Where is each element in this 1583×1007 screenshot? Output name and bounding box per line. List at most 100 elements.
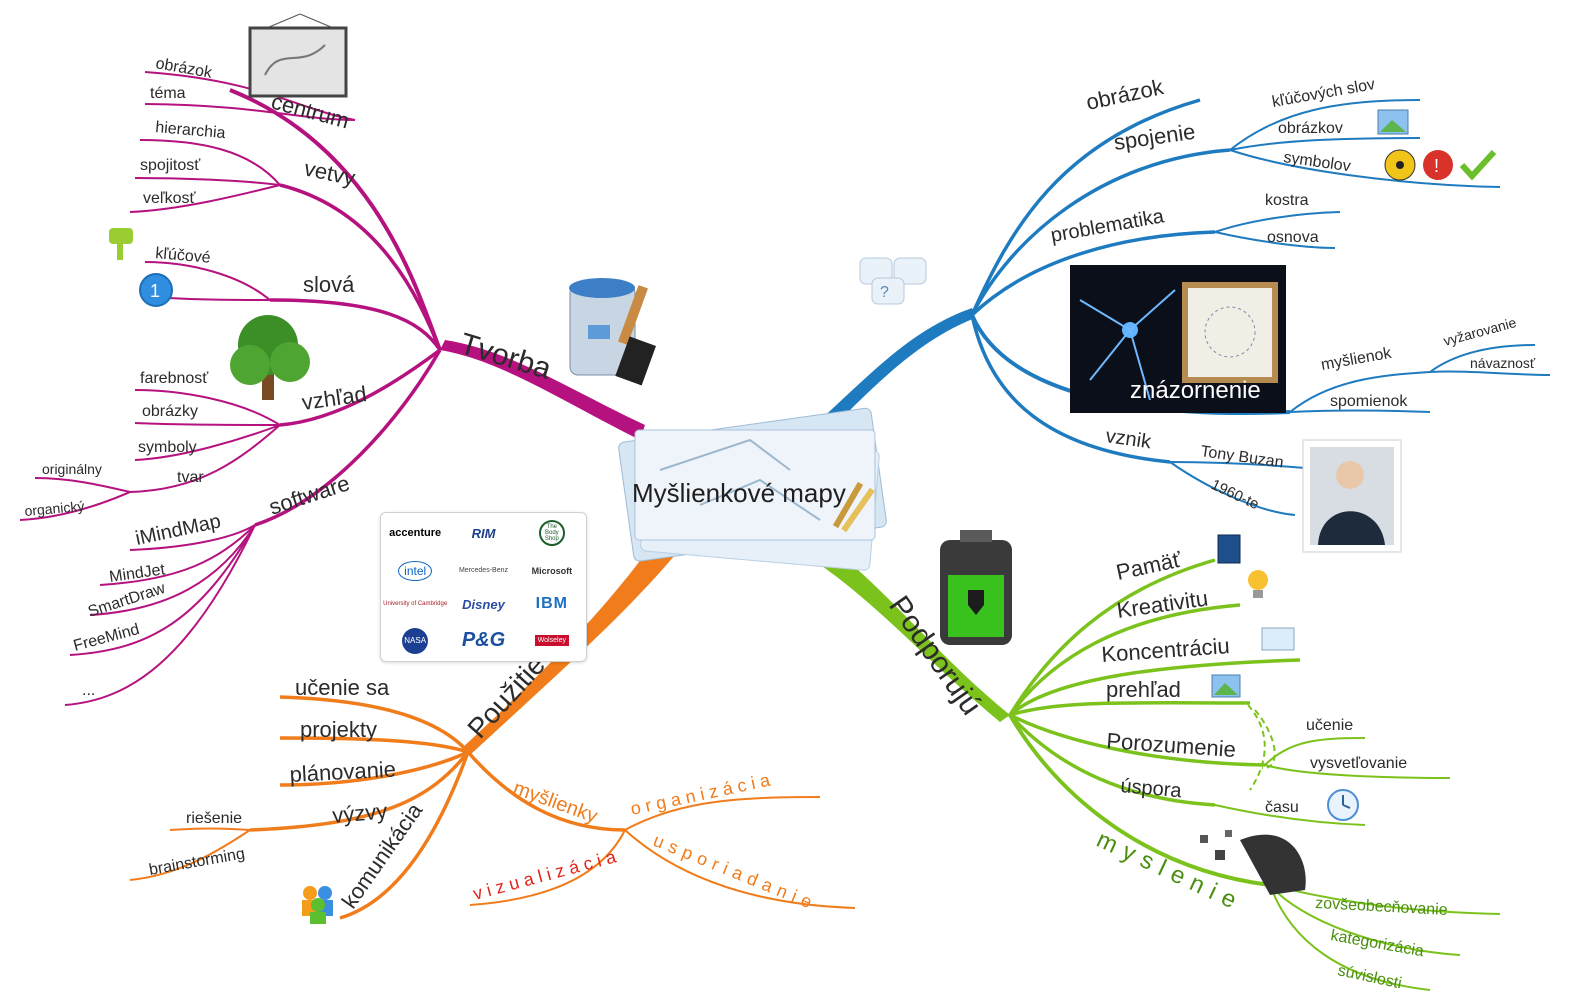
vyzvy-item: brainstorming xyxy=(148,845,246,879)
problematika-item: kostra xyxy=(1265,192,1309,209)
slova-item: kľúčové xyxy=(155,245,212,267)
radiation-icon xyxy=(1384,149,1416,181)
znazornenie-main-branch xyxy=(820,308,975,430)
tvar-item: originálny xyxy=(42,461,102,477)
vzhlad-label: vzhľad xyxy=(300,381,368,415)
porozumenie-item: vysvetľovanie xyxy=(1310,755,1407,772)
podporuju-item: prehľad xyxy=(1106,677,1181,702)
myslienok-item: návaznosť xyxy=(1470,355,1536,371)
pouzitie-title: Použitie xyxy=(461,649,551,744)
myslenie-label: myslenie xyxy=(1092,826,1247,918)
vetvy-item: hierarchia xyxy=(155,119,227,142)
myslienok-item: vyžarovanie xyxy=(1442,314,1519,349)
vzhlad-item: farebnosť xyxy=(140,370,209,387)
company-logos-panel: accenture RIM The Body Shop intel Merced… xyxy=(380,512,587,662)
paint-bucket-icon xyxy=(569,278,656,386)
problematika-label: problematika xyxy=(1049,205,1166,247)
myslenie-item: kategorizácia xyxy=(1329,927,1425,960)
myslienky-label: myšlienky xyxy=(510,777,600,828)
pouzitie-item: projekty xyxy=(300,717,377,742)
logo-intel: intel xyxy=(398,560,433,581)
podporuju-branch xyxy=(1008,558,1501,991)
center-title: Myšlienkové mapy xyxy=(632,478,846,508)
myslienky-item: organizácia xyxy=(629,769,777,819)
image-icon xyxy=(1377,109,1409,135)
myslienky-item: vizualizácia xyxy=(471,845,623,904)
vznik-item: 1960-te xyxy=(1208,476,1261,513)
people-icon xyxy=(302,886,333,924)
vyzvy-label: výzvy xyxy=(331,798,388,828)
pouzitie-item: učenie sa xyxy=(295,675,390,700)
key-icon xyxy=(109,228,133,260)
clock-icon xyxy=(1327,789,1359,821)
vzhlad-item: tvar xyxy=(177,469,204,486)
znazornenie-title: znázornenie xyxy=(1130,377,1261,404)
neuron-photo-icon: znázornenie xyxy=(1070,265,1286,413)
light-bulb-icon xyxy=(1248,570,1268,598)
logo-mercedes: Mercedes-Benz xyxy=(458,567,508,575)
spojenie-item: symbolov xyxy=(1282,149,1351,175)
tvorba-branch xyxy=(19,71,442,706)
logo-wolseley: Wolseley xyxy=(534,635,569,647)
uspora-item: času xyxy=(1265,799,1299,816)
myslienky-item: usporiadanie xyxy=(651,830,821,914)
centrum-item: téma xyxy=(150,85,186,102)
software-label: software xyxy=(266,470,353,519)
porozumenie-item: učenie xyxy=(1306,717,1353,734)
vetvy-item: spojitosť xyxy=(140,157,201,174)
logo-microsoft: Microsoft xyxy=(531,565,573,576)
picture-frame-icon xyxy=(248,13,348,98)
tvar-item: organický xyxy=(24,498,85,519)
vyzvy-item: riešenie xyxy=(186,810,242,827)
vzhlad-item: symboly xyxy=(138,439,197,456)
svg-text:!: ! xyxy=(1434,156,1439,176)
vetvy-label: vetvy xyxy=(302,155,357,190)
myslenie-item: zovšeobecňovanie xyxy=(1315,895,1448,919)
battery-plug-icon xyxy=(940,530,1012,645)
software-item: SmartDraw xyxy=(86,580,168,621)
problematika-item: osnova xyxy=(1267,229,1319,246)
number-one-icon: 1 xyxy=(139,273,173,307)
svg-text:1: 1 xyxy=(150,281,160,301)
vzhlad-item: obrázky xyxy=(142,403,198,420)
mobile-phone-icon xyxy=(1217,534,1241,564)
logo-body-shop: The Body Shop xyxy=(538,520,565,547)
vznik-label: vznik xyxy=(1104,425,1153,453)
pouzitie-item: plánovanie xyxy=(289,756,397,787)
obrazok-label: obrázok xyxy=(1084,74,1167,115)
pouzitie-branch xyxy=(129,695,856,920)
spojenie-item: kľúčových slov xyxy=(1271,76,1377,111)
logo-pg: P&G xyxy=(461,629,506,652)
question-bubbles-icon: ? xyxy=(859,257,927,305)
exclamation-icon: ! xyxy=(1423,150,1453,180)
centrum-item: obrázok xyxy=(154,55,214,82)
podporuju-item: Pamäť xyxy=(1114,547,1184,585)
logo-rim: RIM xyxy=(471,525,496,541)
portrait-photo-icon xyxy=(1302,439,1402,553)
logo-disney: Disney xyxy=(462,596,505,612)
porozumenie-label: Porozumenie xyxy=(1106,728,1237,762)
podporuju-main-branch xyxy=(805,540,1010,722)
software-item: iMindMap xyxy=(133,510,222,550)
logo-accenture: accenture xyxy=(389,527,442,540)
tree-icon xyxy=(230,315,310,400)
tvorba-title: Tvorba xyxy=(456,327,555,386)
spojenie-label: spojenie xyxy=(1112,119,1197,155)
image-icon xyxy=(1211,674,1241,698)
tvorba-main-branch xyxy=(440,340,645,440)
software-item: ... xyxy=(82,682,95,699)
myslenie-item: súvislosti xyxy=(1336,962,1403,992)
spojenie-item: obrázkov xyxy=(1278,120,1343,137)
logo-nasa: NASA xyxy=(402,627,429,654)
uspora-label: úspora xyxy=(1120,775,1184,802)
svg-text:?: ? xyxy=(880,284,889,301)
vznik-item: Tony Buzan xyxy=(1199,443,1284,471)
spomienok-label: spomienok xyxy=(1330,393,1408,410)
logo-cambridge: University of Cambridge xyxy=(383,601,448,608)
logo-ibm: IBM xyxy=(535,595,568,613)
checkmark-icon xyxy=(1459,149,1497,181)
center-image: Myšlienkové mapy xyxy=(618,407,887,571)
myslienok-label: myšlienok xyxy=(1320,345,1394,374)
pouzitie-labels: Použitie učenie sa projekty plánovanie v… xyxy=(148,649,821,914)
